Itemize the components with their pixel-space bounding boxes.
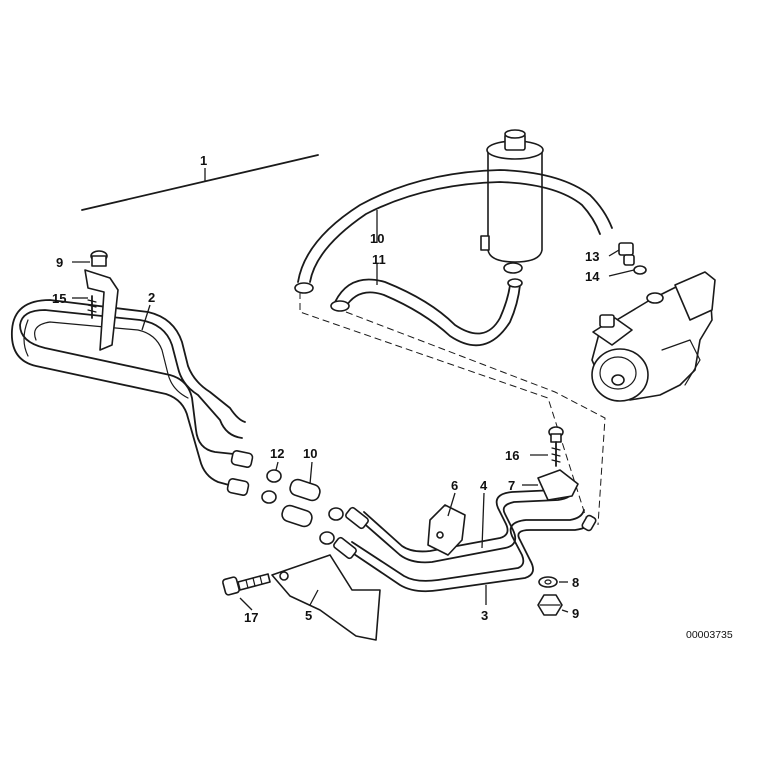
callout-9-lower: 9: [572, 606, 579, 621]
callout-15: 15: [52, 291, 66, 306]
washer-8: [538, 576, 558, 588]
holder-7: [537, 469, 579, 501]
callout-6: 6: [451, 478, 458, 493]
callout-14: 14: [585, 269, 600, 284]
screw-16: [548, 426, 564, 467]
pipe-3: [347, 509, 593, 593]
callout-labels: 1 2 9 15 10 11 13 14 16 7 12 10 6 4 8 9 …: [52, 153, 600, 625]
leader-lines: [72, 210, 635, 613]
steering-gear: [591, 271, 716, 402]
callout-7: 7: [508, 478, 515, 493]
cooler-bracket: [84, 250, 119, 351]
callout-1: 1: [200, 153, 207, 168]
bracket-5: [271, 554, 381, 641]
callout-2: 2: [148, 290, 155, 305]
hose-clamps-12: [261, 469, 344, 545]
callout-10-upper: 10: [370, 231, 384, 246]
holder-6: [427, 504, 466, 556]
callout-4: 4: [480, 478, 488, 493]
callout-17: 17: [244, 610, 258, 625]
callout-8: 8: [572, 575, 579, 590]
cooler-loop-2: [11, 299, 254, 496]
callout-9-upper: 9: [56, 255, 63, 270]
callout-13: 13: [585, 249, 599, 264]
assembly-line-1: [81, 154, 319, 211]
callout-11: 11: [372, 252, 386, 267]
short-hoses-10: [281, 478, 321, 528]
callout-3: 3: [481, 608, 488, 623]
fluid-reservoir: [480, 129, 544, 274]
nut-9-lower: [537, 594, 563, 616]
seal-ring-14: [633, 265, 647, 275]
callout-12: 12: [270, 446, 284, 461]
callout-10-lower: 10: [303, 446, 317, 461]
callout-5: 5: [305, 608, 312, 623]
bolt-17: [222, 573, 271, 596]
union-fitting-13: [618, 242, 635, 266]
callout-16: 16: [505, 448, 519, 463]
hose-10-upper: [294, 169, 613, 294]
drawing-number: 00003735: [686, 629, 733, 641]
hose-11-lower: [330, 278, 523, 347]
